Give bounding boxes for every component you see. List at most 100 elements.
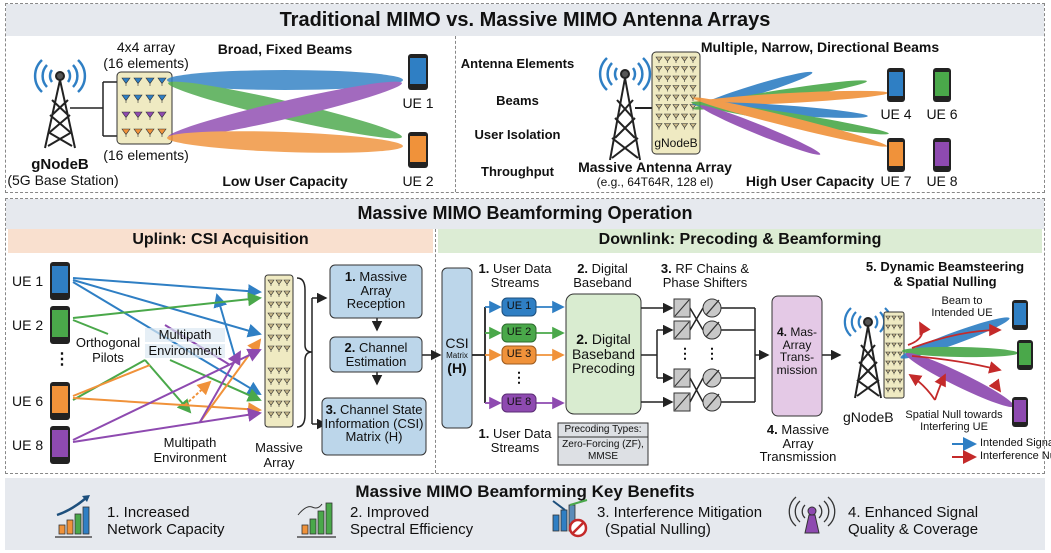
antenna-element — [267, 389, 275, 396]
phone-icon-ul-ue8 — [50, 426, 70, 464]
antenna-element — [897, 342, 903, 348]
antenna-element — [897, 387, 903, 393]
antenna-element — [663, 123, 672, 130]
step-csi-matrix — [321, 397, 427, 456]
antenna-element — [121, 128, 131, 137]
rf-num: 3. — [660, 261, 672, 276]
antenna-element — [885, 378, 891, 384]
antenna-element — [897, 315, 903, 321]
ul-ue1-label: UE 1 — [12, 273, 44, 289]
tower-icon — [854, 317, 882, 399]
antenna-element — [283, 389, 291, 396]
array-brace — [296, 277, 442, 430]
benefit-1-line2: Network Capacity — [107, 521, 225, 538]
multipath-bottom-1: Multipath — [163, 435, 217, 450]
nulling-arrows — [907, 321, 1002, 401]
antenna-element — [663, 94, 672, 101]
antenna-element — [275, 290, 283, 297]
rf-chain-block — [673, 320, 722, 340]
antenna-element — [267, 378, 275, 385]
narrow-beams-title: Multiple, Narrow, Directional Beams — [700, 39, 940, 55]
precoding-box-text: 2. Digital Baseband Precoding — [566, 332, 641, 376]
transmission-box-num: 4. — [776, 325, 787, 339]
rf-ellipsis-2: ⋮ — [705, 345, 719, 361]
broad-beams — [167, 70, 403, 153]
comparison-header — [6, 4, 1044, 36]
antenna-element — [283, 323, 291, 330]
antenna-element — [655, 75, 663, 82]
rf-line2: Phase Shifters — [662, 274, 748, 290]
antenna-element — [672, 113, 680, 120]
antenna-element — [672, 66, 680, 73]
antenna-element — [891, 360, 897, 366]
rf-line1: RF Chains & — [675, 261, 750, 276]
antenna-element — [655, 104, 663, 111]
massive-array-label-2: Array — [263, 455, 295, 470]
antenna-element — [283, 312, 291, 319]
step3-text: 3. Channel State Information (CSI) Matri… — [322, 403, 426, 444]
csi-label-2: Matrix — [446, 351, 468, 360]
ue1-label: UE 1 — [402, 95, 434, 111]
antenna-element — [689, 123, 697, 130]
precoding-num: 2. — [576, 331, 588, 347]
antenna-element — [689, 66, 697, 73]
pilots-label-1: Orthogonal — [75, 335, 141, 350]
streams-title-num: 1. — [478, 261, 490, 276]
antenna-element — [891, 342, 897, 348]
phone-icon-dl-purple — [1012, 397, 1028, 427]
step2-text: 2. Channel Estimation — [330, 341, 422, 368]
stream-ue3 — [501, 345, 537, 365]
transmission-label-line3: Transmission — [759, 449, 837, 465]
antenna-element — [121, 111, 131, 120]
ue2-label: UE 2 — [402, 173, 434, 189]
row-label-user-isolation: User Isolation — [474, 127, 561, 142]
antenna-element — [157, 128, 167, 137]
stream-ue2 — [501, 323, 537, 343]
step3-line1: Channel State — [340, 402, 423, 417]
antenna-element — [157, 111, 167, 120]
step2-num: 2. — [344, 340, 356, 355]
stream-ue1-label: UE 1 — [506, 300, 532, 312]
antenna-element — [663, 113, 672, 120]
streams-title-line1: User Data — [492, 261, 552, 276]
benefit-3-line2: (Spatial Nulling) — [605, 521, 711, 538]
step2-line2: Estimation — [345, 353, 407, 369]
beam-6 — [692, 97, 888, 147]
csi-matrix-box — [441, 267, 473, 429]
uplink-title: Uplink: CSI Acquisition — [132, 231, 309, 248]
massive-array-subtitle: (e.g., 64T64R, 128 el) — [596, 175, 714, 189]
step1-num: 1. — [344, 269, 356, 284]
antenna-element — [680, 94, 689, 101]
antenna-element — [891, 369, 897, 375]
transmission-label: 4. Massive Array Transmission — [752, 423, 844, 464]
benefit-4-line2: Quality & Coverage — [848, 521, 979, 538]
antenna-element — [145, 94, 155, 103]
rf-ellipsis-1: ⋮ — [678, 345, 692, 361]
transmission-label-line2: Array — [782, 435, 814, 451]
array-label-top-1: 4x4 array — [116, 39, 176, 55]
antenna-element — [267, 279, 275, 286]
antenna-element — [283, 301, 291, 308]
antenna-element — [275, 279, 283, 286]
antenna-element — [897, 369, 903, 375]
antenna-element — [145, 111, 155, 120]
antenna-element — [680, 113, 689, 120]
benefit-4-line1: 4. Enhanced Signal — [848, 504, 979, 521]
antenna-element — [689, 113, 697, 120]
beam-7 — [699, 105, 821, 155]
antenna-elements — [655, 56, 697, 130]
antenna-element — [145, 77, 155, 86]
antenna-element — [891, 324, 897, 330]
csi-label-3: (H) — [447, 360, 467, 376]
steering-title-2: & Spatial Nulling — [893, 274, 997, 289]
massive-array-transmission-box — [771, 295, 823, 417]
streams-title-bottom: 1. User Data Streams — [475, 427, 555, 454]
stream-ellipsis: ⋮ — [512, 369, 526, 385]
tower-icon — [44, 71, 76, 149]
streams-bottom-num: 1. — [478, 426, 490, 441]
transmission-box-text: 4. Mas- Array Trans- mission — [772, 326, 822, 376]
step-massive-array-reception — [329, 264, 423, 319]
beam-intended-2: Intended UE — [931, 307, 993, 319]
